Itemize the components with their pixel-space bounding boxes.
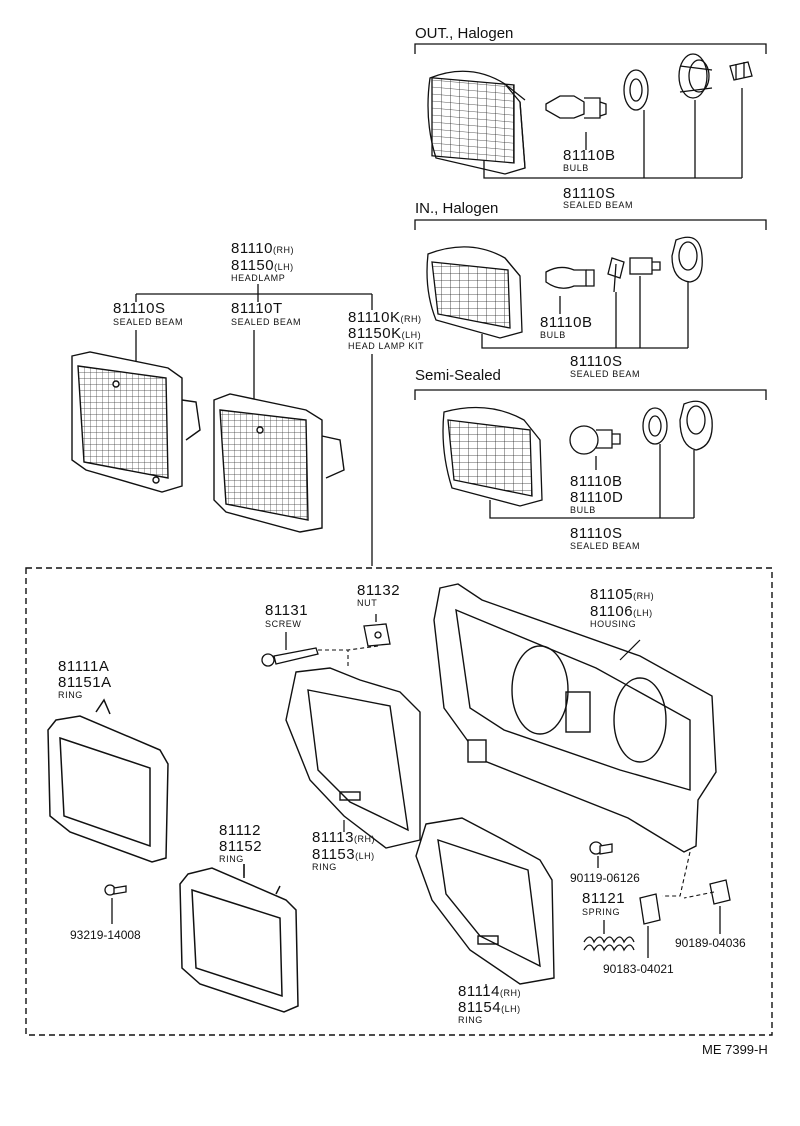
- screw-illustration: [261, 632, 319, 667]
- ring-81113-name: RING: [312, 862, 337, 872]
- clip-90183-illustration: [639, 893, 661, 958]
- nut-part-number: 81132: [357, 582, 401, 599]
- in-beam-name: SEALED BEAM: [570, 369, 641, 379]
- ring-81154-part-number-lh: 81154(LH): [458, 999, 521, 1016]
- in-lamp-illustration: [426, 246, 523, 339]
- ring-81114-part-number-rh: 81114(RH): [458, 983, 521, 1000]
- out-connector-illustration: [729, 61, 753, 81]
- reference-code: ME 7399-H: [702, 1042, 768, 1057]
- spring-part-number: 81121: [582, 890, 626, 907]
- in-bulb-part-number: 81110B: [540, 314, 593, 331]
- in-bulb-name: BULB: [540, 330, 566, 340]
- semi-bulb-illustration: [569, 425, 621, 455]
- headlamp-part-number-rh: 81110(RH): [231, 240, 294, 257]
- out-socket-illustration: [678, 53, 713, 99]
- ring-81151a-part-number: 81151A: [58, 674, 112, 691]
- ring-81111a-illustration: [47, 698, 169, 863]
- sealed-beam-s-illustration: [71, 351, 201, 493]
- in-beam-part-number: 81110S: [570, 353, 623, 370]
- sealed-beam-s-name: SEALED BEAM: [113, 317, 184, 327]
- group-title-semi-sealed: Semi-Sealed: [415, 367, 501, 384]
- nut-illustration: [363, 614, 391, 647]
- out-bulb-illustration: [545, 95, 607, 119]
- ring-81112-illustration: [179, 864, 299, 1013]
- lamp-kit-part-number-rh: 81110K(RH): [348, 309, 422, 326]
- sealed-beam-t-illustration: [213, 393, 345, 533]
- semi-beam-name: SEALED BEAM: [570, 541, 641, 551]
- out-lamp-illustration: [427, 70, 526, 175]
- semi-bulb-name: BULB: [570, 505, 596, 515]
- ring-81112-part-number: 81112: [219, 822, 261, 839]
- in-socket-illustration: [629, 257, 661, 275]
- ring-81152-part-number: 81152: [219, 838, 263, 855]
- ring-81111a-name: RING: [58, 690, 83, 700]
- housing-name: HOUSING: [590, 619, 637, 629]
- ring-81153-part-number-lh: 81153(LH): [312, 846, 375, 863]
- screw-part-number: 81131: [265, 602, 309, 619]
- in-halogen-group: [414, 219, 767, 349]
- ring-81113-illustration: [285, 667, 421, 849]
- out-halogen-group: [414, 43, 767, 179]
- screw-name: SCREW: [265, 619, 302, 629]
- spring-name: SPRING: [582, 907, 621, 917]
- nut-name: NUT: [357, 598, 378, 608]
- semi-bulb-part-number-b: 81110B: [570, 473, 623, 490]
- semi-lamp-illustration: [442, 406, 543, 507]
- ring-81114-name: RING: [458, 1015, 483, 1025]
- housing-part-number-rh: 81105(RH): [590, 586, 655, 603]
- out-bulb-part-number: 81110B: [563, 147, 616, 164]
- headlamp-part-number-lh: 81150(LH): [231, 257, 294, 274]
- assembly-line-2: [662, 851, 715, 899]
- headlamp-name: HEADLAMP: [231, 273, 286, 283]
- out-ring-illustration: [623, 69, 649, 111]
- semi-sealed-group: [414, 389, 767, 519]
- nut-90189-illustration: [709, 879, 731, 934]
- small-screw-illustration: [104, 884, 127, 924]
- out-bulb-name: BULB: [563, 163, 589, 173]
- fastener-90183-04021: 90183-04021: [603, 962, 674, 976]
- out-beam-part-number: 81110S: [563, 185, 616, 202]
- ring-81111a-part-number: 81111A: [58, 658, 110, 675]
- ring-81114-illustration: [415, 817, 555, 985]
- semi-socket-illustration: [642, 407, 668, 445]
- kit-leaders: [243, 639, 641, 988]
- sealed-beam-t-name: SEALED BEAM: [231, 317, 302, 327]
- in-bulb-illustration: [545, 266, 595, 289]
- kit-boundary: [25, 567, 773, 1036]
- assembly-line-1: [318, 645, 379, 668]
- housing-illustration: [433, 583, 717, 853]
- bolt-90119-illustration: [589, 841, 613, 868]
- lamp-kit-name: HEAD LAMP KIT: [348, 341, 425, 351]
- ring-81112-name: RING: [219, 854, 244, 864]
- fastener-90189-04036: 90189-04036: [675, 936, 746, 950]
- sealed-beam-t-part-number: 81110T: [231, 300, 283, 317]
- semi-beam-part-number: 81110S: [570, 525, 623, 542]
- lamp-kit-part-number-lh: 81150K(LH): [348, 325, 422, 342]
- fastener-90119-06126: 90119-06126: [570, 871, 640, 885]
- housing-part-number-lh: 81106(LH): [590, 603, 653, 620]
- in-cap-illustration: [671, 236, 703, 283]
- out-beam-name: SEALED BEAM: [563, 200, 634, 210]
- group-title-in-halogen: IN., Halogen: [415, 200, 499, 217]
- fastener-93219-14008: 93219-14008: [70, 928, 141, 942]
- semi-bulb-part-number-d: 81110D: [570, 489, 624, 506]
- ring-81113-part-number-rh: 81113(RH): [312, 829, 375, 846]
- sealed-beam-s-part-number: 81110S: [113, 300, 166, 317]
- spring-illustration: [583, 920, 635, 952]
- group-title-out-halogen: OUT., Halogen: [415, 25, 514, 42]
- in-clip-illustration: [607, 257, 625, 293]
- semi-cap-illustration: [679, 400, 713, 451]
